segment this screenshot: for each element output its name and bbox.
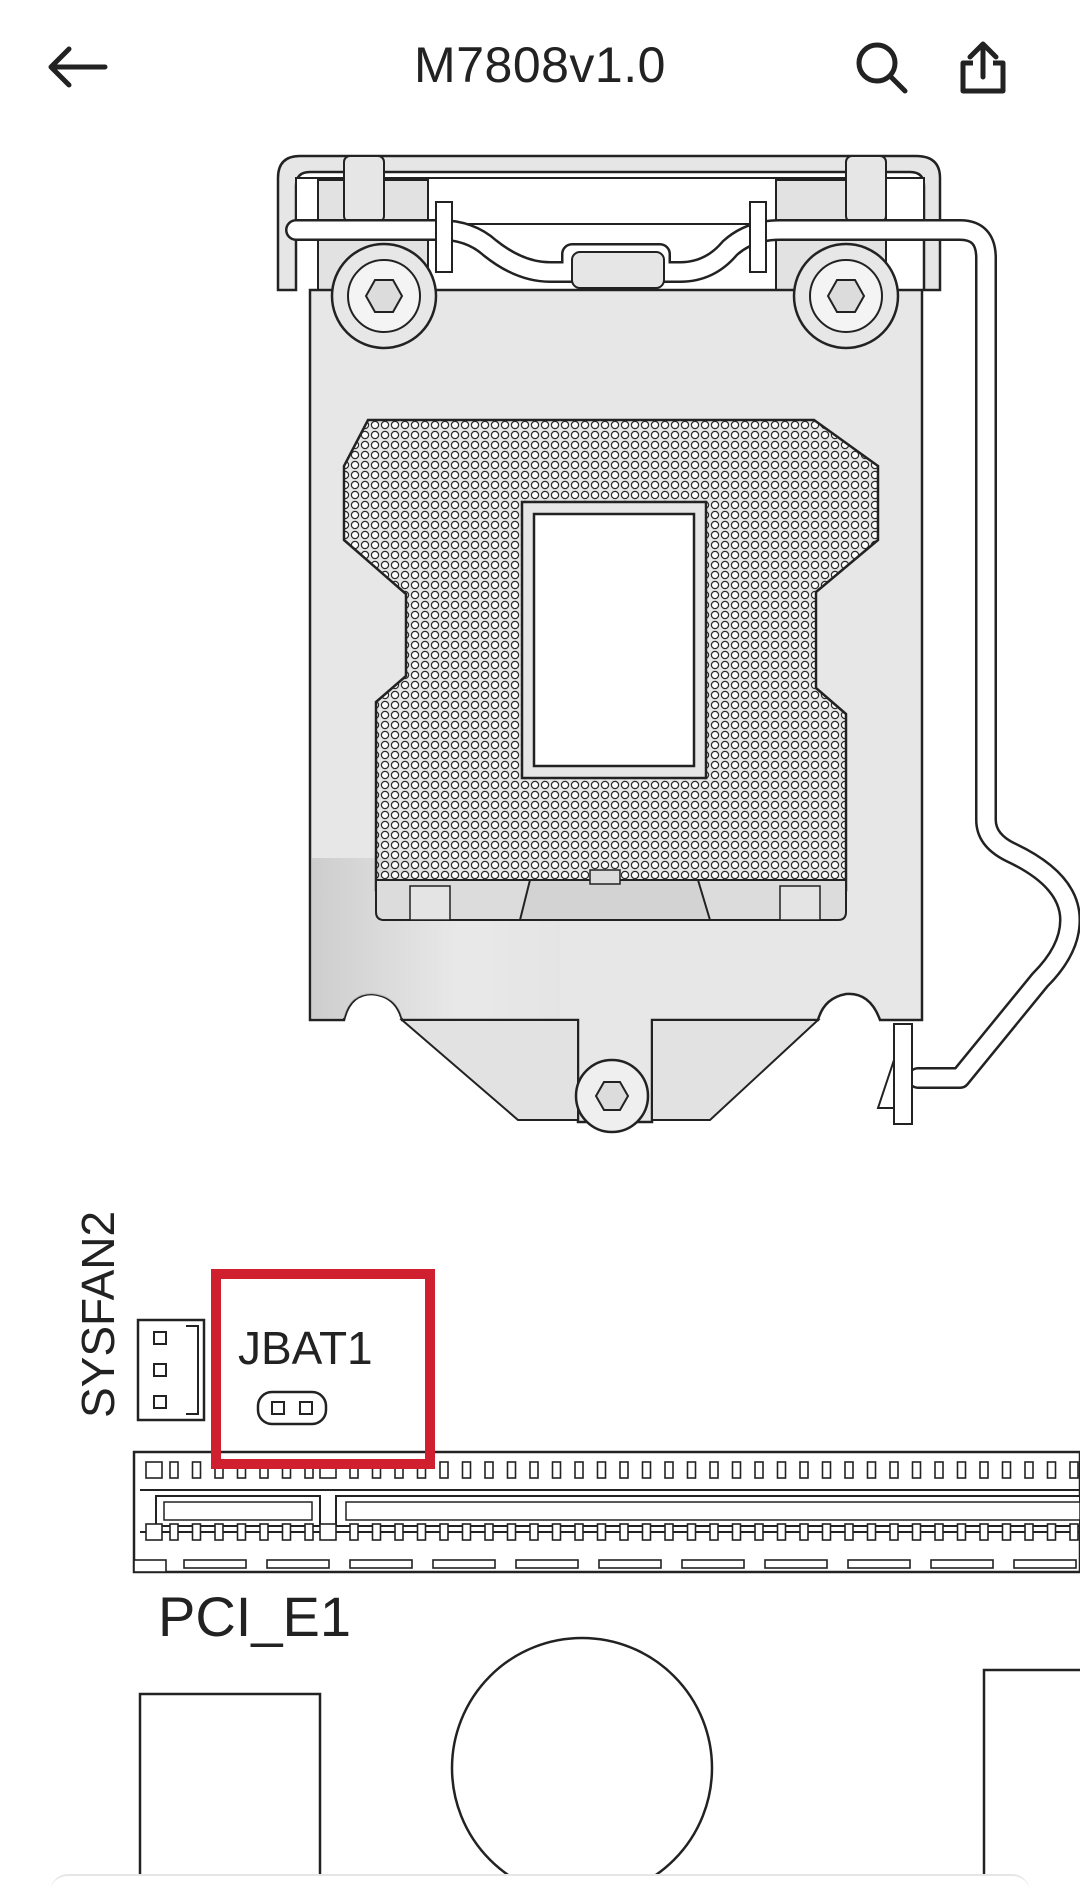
share-button[interactable]: [940, 24, 1026, 110]
search-icon: [856, 42, 908, 94]
pcie1-label: PCI_E1: [158, 1585, 351, 1648]
jbat1-label: JBAT1: [238, 1322, 373, 1374]
pcie1-pin-row-bottom: [145, 1523, 1079, 1541]
chip-outline: [138, 1692, 322, 1886]
motherboard-drawing: SYSFAN2 JBAT1 PCI_E1: [72, 154, 1080, 1888]
search-button[interactable]: [838, 24, 924, 110]
arrow-left-icon: [48, 46, 108, 88]
jbat1-jumper[interactable]: JBAT1: [238, 1322, 373, 1426]
jbat1-highlight-box: [211, 1269, 435, 1469]
pcie1-pin-row-top: [145, 1461, 1079, 1479]
sysfan2-connector[interactable]: SYSFAN2: [72, 1211, 206, 1422]
pcie1-latch-feet: [133, 1559, 1077, 1573]
cpu-socket[interactable]: [276, 154, 1080, 1134]
motherboard-diagram[interactable]: SYSFAN2 JBAT1 PCI_E1: [0, 134, 1080, 1888]
bottom-sheet-edge[interactable]: [50, 1874, 1030, 1896]
page-title: M7808v1.0: [414, 37, 666, 93]
sysfan2-label: SYSFAN2: [72, 1211, 124, 1418]
pcie1-slot[interactable]: PCI_E1: [132, 1450, 1080, 1648]
lower-components: [138, 1636, 1080, 1888]
capacitor-outline: [450, 1636, 714, 1888]
back-button[interactable]: [34, 24, 120, 110]
app-bar: M7808v1.0: [0, 0, 1080, 134]
share-icon: [960, 41, 1006, 94]
component-outline-right: [982, 1668, 1080, 1888]
